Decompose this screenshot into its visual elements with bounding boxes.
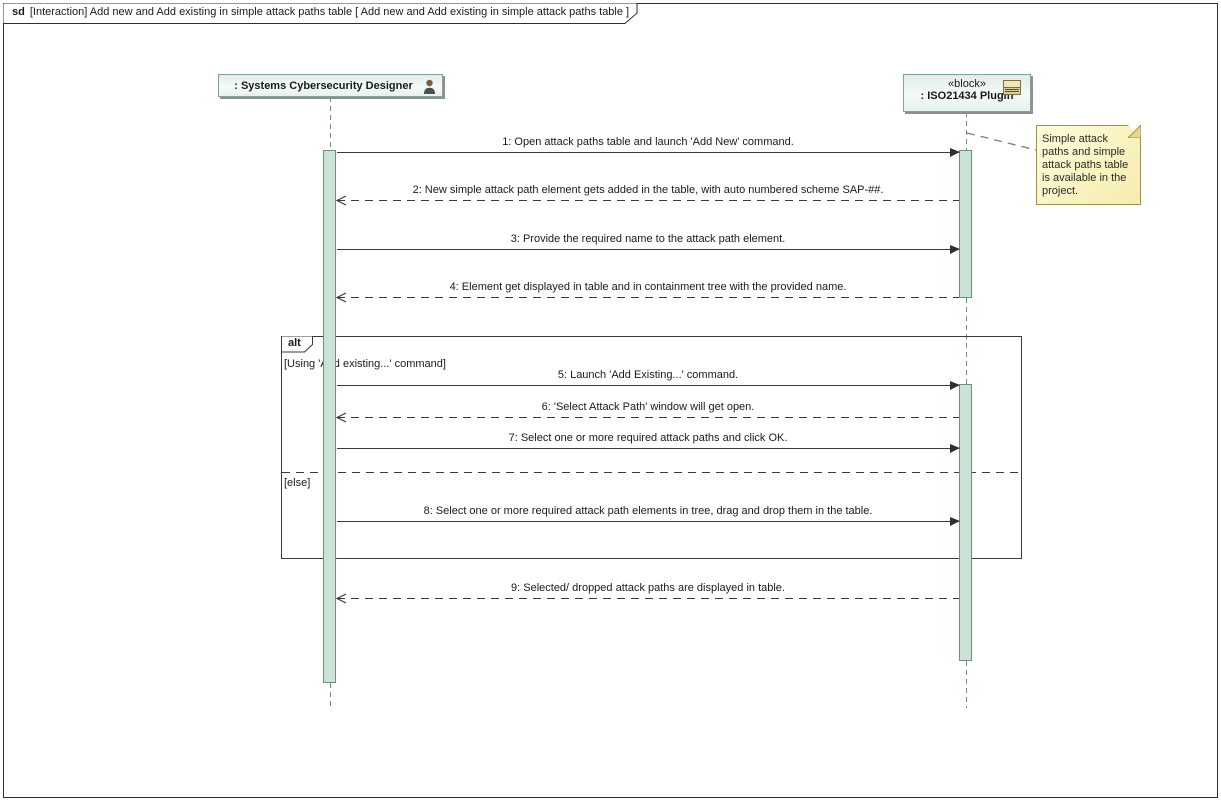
- message-8[interactable]: 8: Select one or more required attack pa…: [337, 505, 960, 526]
- open-arrowhead-icon: [336, 412, 347, 423]
- message-line: [336, 292, 959, 303]
- lifeline-plugin-line-mid: [966, 298, 967, 384]
- activation-bar-designer[interactable]: [323, 150, 336, 683]
- note-line: Simple attack: [1042, 133, 1109, 145]
- note-line: is available in the: [1042, 172, 1127, 184]
- filled-arrowhead-icon: [950, 517, 960, 526]
- note-text: Simple attack paths and simple attack pa…: [1042, 133, 1128, 198]
- alt-operator-tab: alt: [281, 335, 313, 353]
- open-arrowhead-icon: [336, 195, 347, 206]
- lifeline-designer-name: : Systems Cybersecurity Designer: [234, 79, 413, 92]
- message-9[interactable]: 9: Selected/ dropped attack paths are di…: [336, 582, 959, 604]
- note[interactable]: Simple attack paths and simple attack pa…: [1036, 125, 1141, 205]
- lifeline-plugin-line-tail: [966, 661, 967, 708]
- message-label: 2: New simple attack path element gets a…: [412, 184, 884, 196]
- lifeline-plugin-line: [966, 112, 967, 150]
- message-2[interactable]: 2: New simple attack path element gets a…: [336, 184, 959, 206]
- lifeline-designer-line-tail: [330, 683, 331, 706]
- message-label: 9: Selected/ dropped attack paths are di…: [511, 582, 785, 594]
- frame-title: sd [Interaction] Add new and Add existing…: [12, 6, 629, 18]
- lifeline-plugin-stereotype: «block»: [948, 78, 986, 90]
- filled-arrowhead-icon: [950, 381, 960, 390]
- message-1[interactable]: 1: Open attack paths table and launch 'A…: [337, 136, 960, 157]
- note-line: project.: [1042, 185, 1079, 197]
- message-label: 6: 'Select Attack Path' window will get …: [541, 401, 755, 413]
- activation-bar-plugin-1[interactable]: [959, 150, 972, 298]
- open-arrowhead-icon: [336, 292, 347, 303]
- message-label: 1: Open attack paths table and launch 'A…: [502, 136, 794, 148]
- fragment-divider: [282, 472, 1021, 473]
- guard-else: [else]: [284, 477, 311, 489]
- message-line: [337, 381, 960, 390]
- frame-title-rest: [Interaction] Add new and Add existing i…: [29, 6, 630, 18]
- message-label: 7: Select one or more required attack pa…: [508, 432, 788, 444]
- message-label: 3: Provide the required name to the atta…: [510, 233, 786, 245]
- frame-title-tab[interactable]: sd [Interaction] Add new and Add existing…: [3, 3, 643, 25]
- filled-arrowhead-icon: [950, 245, 960, 254]
- frame-title-keyword: sd: [12, 6, 25, 18]
- message-label: 8: Select one or more required attack pa…: [423, 505, 873, 517]
- message-line: [336, 195, 959, 206]
- filled-arrowhead-icon: [950, 444, 960, 453]
- activation-bar-plugin-2[interactable]: [959, 384, 972, 661]
- message-line: [336, 593, 959, 604]
- open-arrowhead-icon: [336, 593, 347, 604]
- message-label: 4: Element get displayed in table and in…: [449, 281, 847, 293]
- message-line: [337, 245, 960, 254]
- frame-title-tab-shape: [3, 3, 638, 24]
- note-line: attack paths table: [1042, 159, 1129, 171]
- lifeline-head-designer[interactable]: : Systems Cybersecurity Designer: [218, 74, 443, 97]
- block-icon: [1003, 80, 1021, 100]
- message-line: [337, 444, 960, 453]
- alt-operator-label: alt: [288, 337, 301, 349]
- message-5[interactable]: 5: Launch 'Add Existing...' command.: [337, 369, 960, 390]
- message-label: 5: Launch 'Add Existing...' command.: [557, 369, 739, 381]
- filled-arrowhead-icon: [950, 148, 960, 157]
- message-3[interactable]: 3: Provide the required name to the atta…: [337, 233, 960, 254]
- message-line: [336, 412, 959, 423]
- lifeline-head-plugin[interactable]: «block» : ISO21434 Plugin: [903, 74, 1031, 112]
- alt-fragment[interactable]: [281, 336, 1022, 559]
- message-7[interactable]: 7: Select one or more required attack pa…: [337, 432, 960, 453]
- message-line: [337, 148, 960, 157]
- message-line: [337, 517, 960, 526]
- message-6[interactable]: 6: 'Select Attack Path' window will get …: [336, 401, 959, 423]
- note-fold-icon: [1128, 125, 1141, 138]
- lifeline-plugin-name: : ISO21434 Plugin: [920, 90, 1014, 102]
- person-icon: [423, 79, 436, 99]
- lifeline-designer-line: [330, 97, 331, 150]
- message-4[interactable]: 4: Element get displayed in table and in…: [336, 281, 959, 303]
- alt-operator-shape: [281, 335, 313, 353]
- note-line: paths and simple: [1042, 146, 1126, 158]
